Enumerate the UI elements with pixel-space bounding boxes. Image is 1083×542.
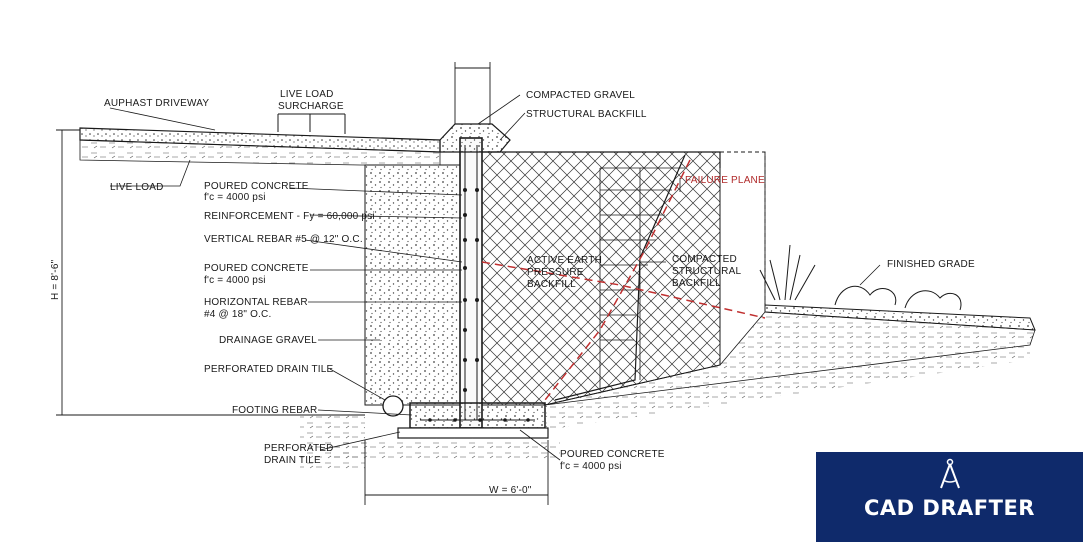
top-dimension xyxy=(454,62,491,124)
wall-cap xyxy=(439,123,511,153)
label-active-earth-2: PRESSURE xyxy=(527,267,584,278)
label-asphalt-driveway: AUPHAST DRIVEWAY xyxy=(104,98,209,109)
label-active-earth-1: ACTIVE EARTH xyxy=(527,255,602,266)
brand-name: CAD DRAFTER xyxy=(864,496,1035,520)
surcharge-arrows xyxy=(277,113,346,134)
label-vertical-rebar: VERTICAL REBAR #5 @ 12" O.C. xyxy=(204,234,363,245)
compass-icon xyxy=(940,458,960,489)
compacted-structural-backfill xyxy=(599,167,685,390)
label-live-load: LIVE LOAD xyxy=(110,182,164,193)
label-perforated-drain-tile-2a: PERFORATED xyxy=(264,443,334,454)
label-poured-concrete-3b: f'c = 4000 psi xyxy=(560,461,622,472)
label-failure-plane: FAILURE PLANE xyxy=(685,175,765,186)
label-poured-concrete-3a: POURED CONCRETE xyxy=(560,449,665,460)
footing xyxy=(397,402,549,439)
label-finished-grade: FINISHED GRADE xyxy=(887,259,975,270)
label-perforated-drain-tile-2b: DRAIN TILE xyxy=(264,455,321,466)
drainage-gravel-zone xyxy=(364,164,461,406)
label-structural-backfill: STRUCTURAL BACKFILL xyxy=(526,109,647,120)
soil-below-footing xyxy=(330,438,560,460)
brand-badge: CAD DRAFTER xyxy=(816,452,1083,542)
label-live-load-surcharge-2: SURCHARGE xyxy=(278,101,344,112)
label-drainage-gravel: DRAINAGE GRAVEL xyxy=(219,335,317,346)
perforated-drain-tile xyxy=(382,395,404,417)
label-reinforcement: REINFORCEMENT - Fy = 60,000 psi xyxy=(204,211,375,222)
label-active-earth-3: BACKFILL xyxy=(527,279,576,290)
label-width-dimension: W = 6'-0" xyxy=(489,485,532,496)
existing-soil-below xyxy=(545,345,1030,430)
label-live-load-surcharge-1: LIVE LOAD xyxy=(280,89,334,100)
label-poured-concrete-2a: POURED CONCRETE xyxy=(204,263,309,274)
failure-plane-line xyxy=(481,159,766,401)
label-poured-concrete-1b: f'c = 4000 psi xyxy=(204,192,266,203)
label-horizontal-rebar-b: #4 @ 18" O.C. xyxy=(204,309,271,320)
asphalt-driveway xyxy=(79,127,441,166)
label-poured-concrete-2b: f'c = 4000 psi xyxy=(204,275,266,286)
leader-lines xyxy=(109,94,881,461)
horizontal-rebar-dots xyxy=(463,188,479,392)
label-compacted-structural-2: STRUCTURAL xyxy=(672,266,741,277)
label-footing-rebar: FOOTING REBAR xyxy=(232,405,317,416)
label-compacted-structural-1: COMPACTED xyxy=(672,254,737,265)
label-horizontal-rebar-a: HORIZONTAL REBAR xyxy=(204,297,308,308)
wall-stem xyxy=(459,137,483,429)
label-compacted-gravel: COMPACTED GRAVEL xyxy=(526,90,635,101)
pressure-boundary xyxy=(554,154,686,401)
height-dimension xyxy=(56,129,365,416)
label-compacted-structural-3: BACKFILL xyxy=(672,278,721,289)
label-poured-concrete-1a: POURED CONCRETE xyxy=(204,181,309,192)
label-height-dimension: H = 8'-6" xyxy=(50,259,61,300)
plants xyxy=(759,244,962,311)
label-perforated-drain-tile: PERFORATED DRAIN TILE xyxy=(204,364,334,375)
